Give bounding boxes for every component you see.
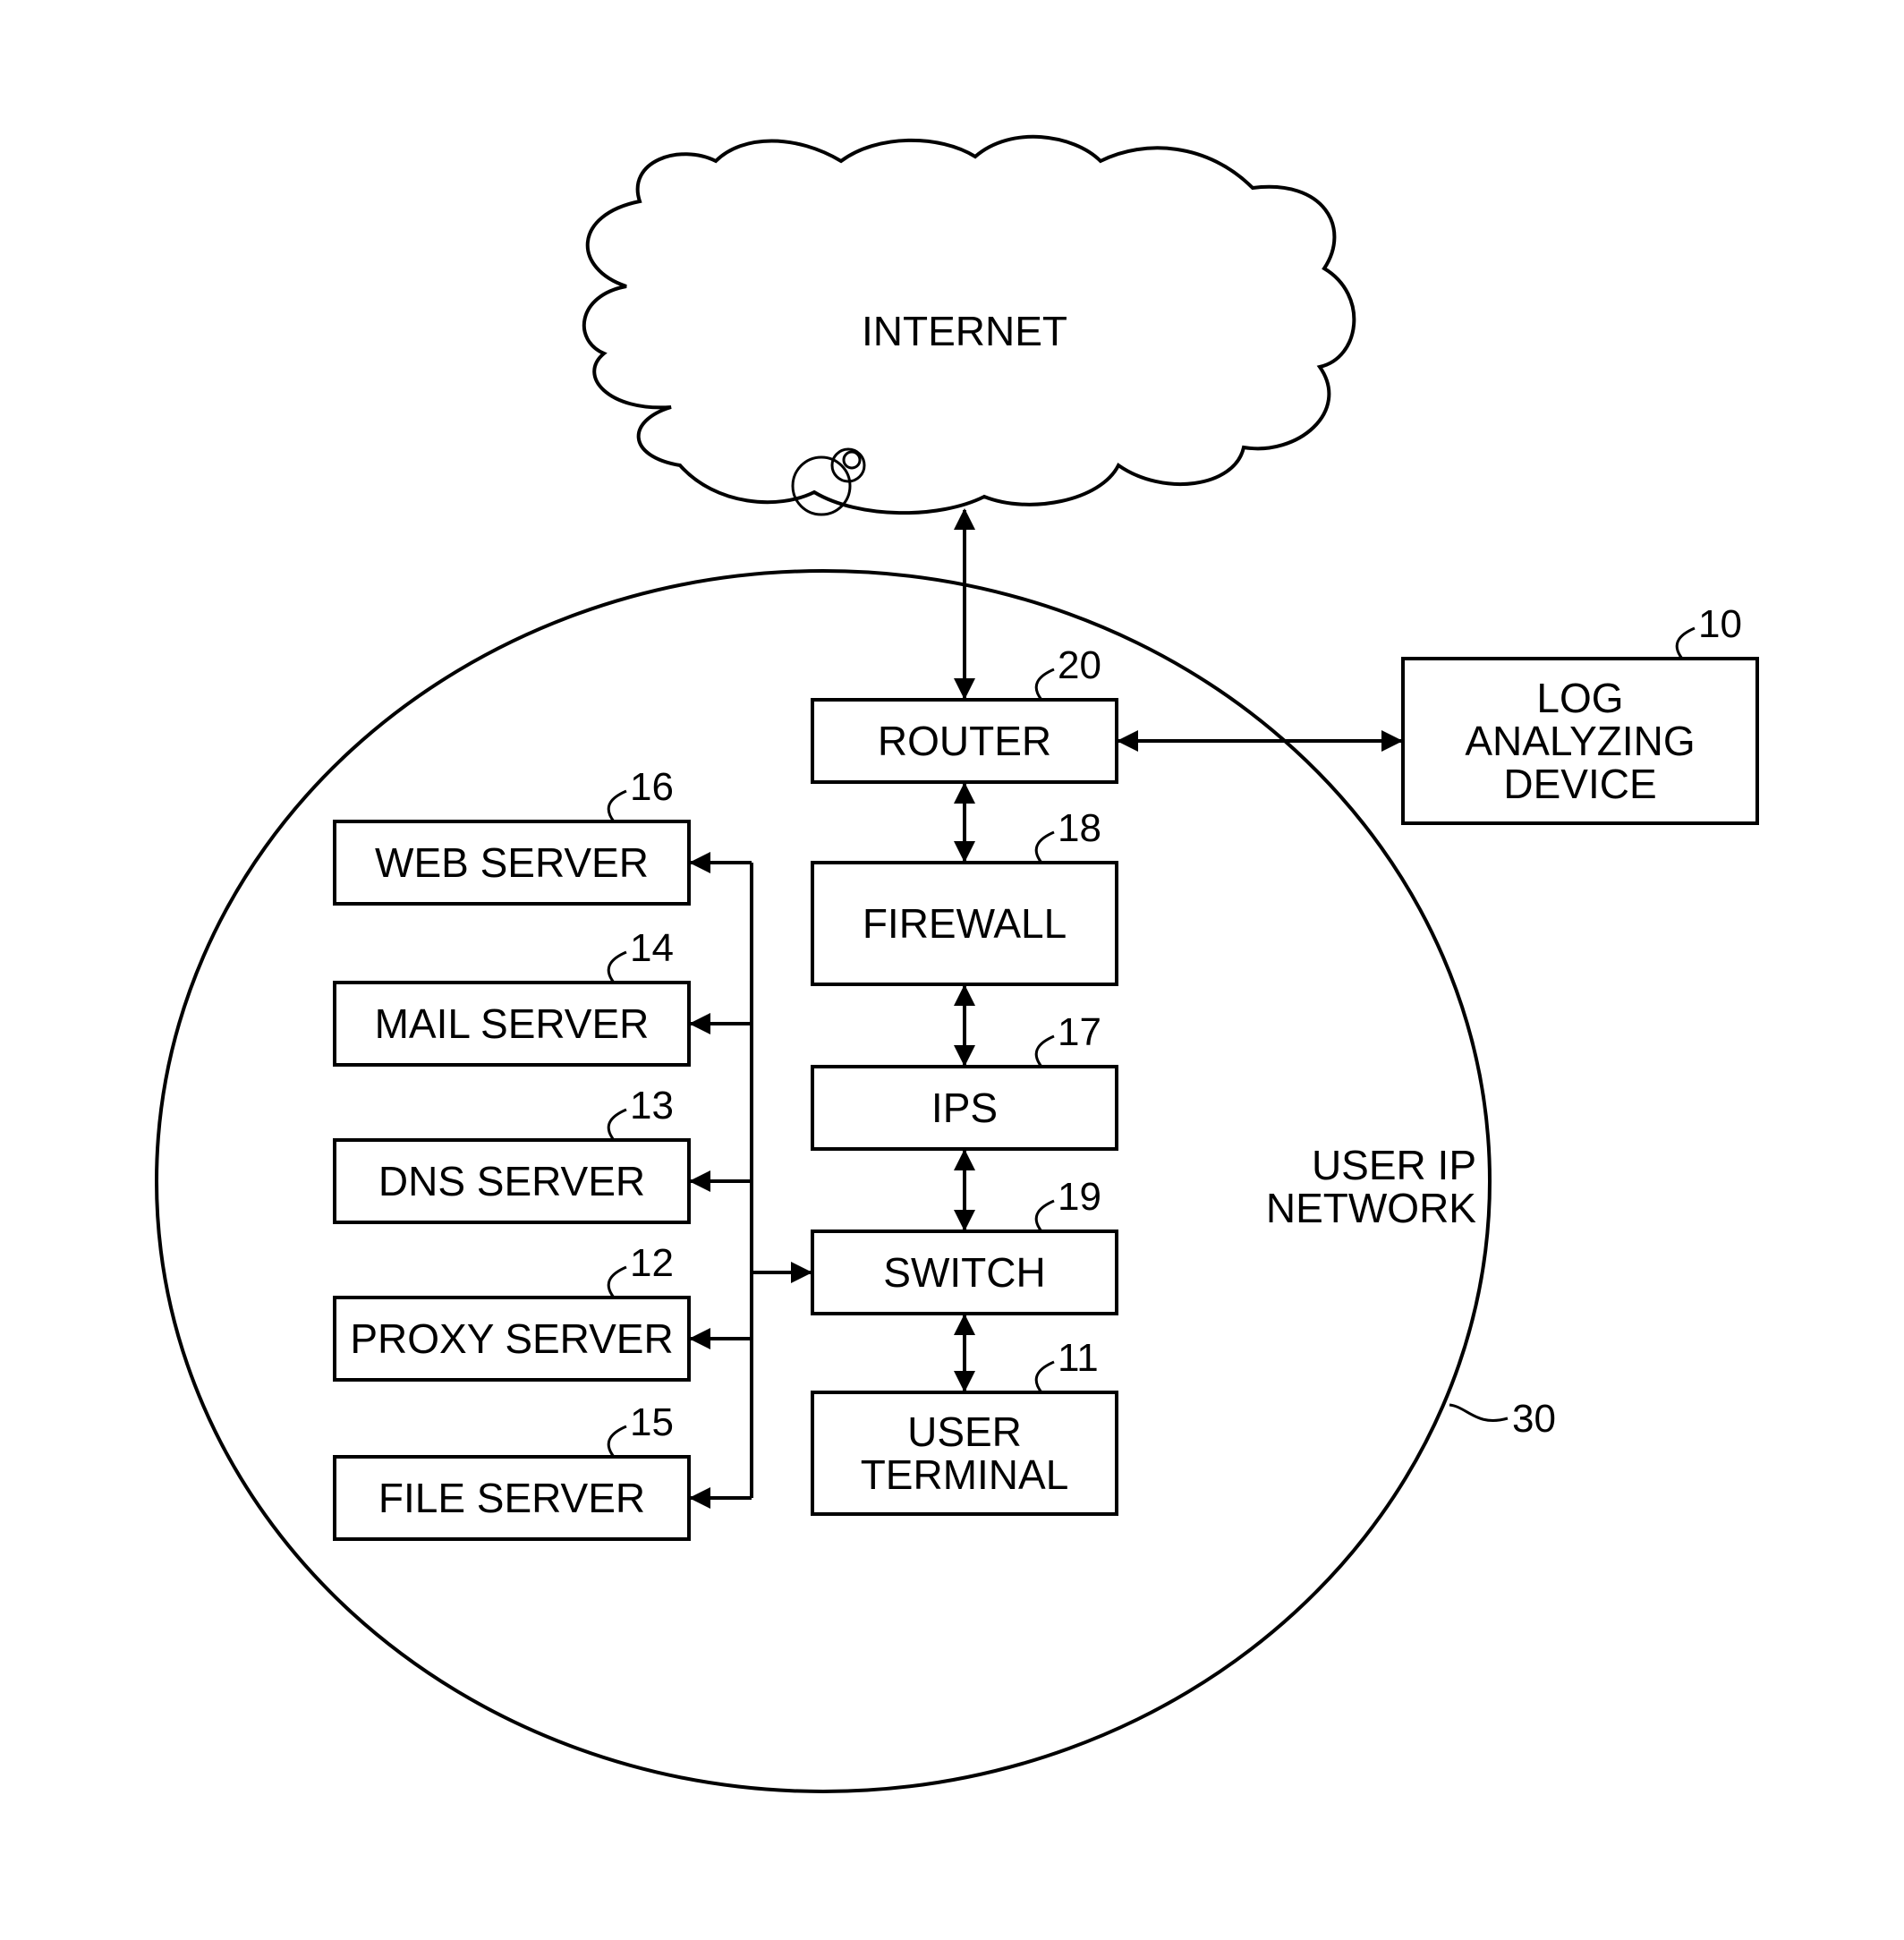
switch-label: SWITCH: [883, 1249, 1045, 1296]
log-analyzer-ref-leader: [1677, 628, 1695, 659]
dns-server-link-arrowhead: [689, 1170, 710, 1192]
switch-terminal-link-top-arrowhead: [954, 1314, 975, 1335]
file-server-node: FILE SERVER 15: [335, 1400, 689, 1539]
router-log-link-left-arrowhead: [1117, 730, 1138, 752]
user-terminal-ref: 11: [1058, 1336, 1099, 1380]
switch-ref-leader: [1036, 1201, 1054, 1231]
internet-cloud: INTERNET: [584, 137, 1355, 515]
firewall-ref-leader: [1036, 832, 1054, 863]
web-server-link-arrowhead: [689, 852, 710, 873]
log-analyzer-node: LOGANALYZINGDEVICE 10: [1403, 602, 1757, 823]
connections: [689, 508, 1403, 1509]
user-terminal-label: USER: [907, 1408, 1022, 1455]
firewall-label: FIREWALL: [863, 900, 1067, 947]
log-analyzer-label: DEVICE: [1503, 761, 1656, 807]
firewall-ref: 18: [1058, 806, 1101, 850]
network-ref: 30: [1512, 1397, 1556, 1441]
ips-ref-leader: [1036, 1036, 1054, 1067]
bus-switch-link-arrowhead: [791, 1262, 812, 1283]
svg-text:NETWORK: NETWORK: [1266, 1185, 1476, 1231]
firewall-ips-link-bottom-arrowhead: [954, 1045, 975, 1067]
switch-terminal-link-bottom-arrowhead: [954, 1371, 975, 1392]
firewall-ips-link-top-arrowhead: [954, 984, 975, 1006]
svg-text:USER IP: USER IP: [1312, 1142, 1476, 1188]
ips-switch-link-top-arrowhead: [954, 1149, 975, 1170]
dns-server-label: DNS SERVER: [378, 1158, 645, 1204]
dns-server-node: DNS SERVER 13: [335, 1084, 689, 1222]
dns-server-ref-leader: [608, 1110, 626, 1140]
file-server-link-arrowhead: [689, 1487, 710, 1509]
internet-router-link-bottom-arrowhead: [954, 678, 975, 700]
web-server-node: WEB SERVER 16: [335, 765, 689, 904]
file-server-ref-leader: [608, 1426, 626, 1457]
web-server-ref-leader: [608, 791, 626, 821]
file-server-ref: 15: [630, 1400, 674, 1444]
web-server-label: WEB SERVER: [375, 839, 649, 886]
router-firewall-link-top-arrowhead: [954, 782, 975, 804]
file-server-label: FILE SERVER: [378, 1475, 645, 1521]
internet-label: INTERNET: [862, 308, 1067, 354]
log-analyzer-label: LOG: [1536, 675, 1623, 721]
web-server-ref: 16: [630, 765, 674, 809]
mail-server-link-arrowhead: [689, 1013, 710, 1034]
proxy-server-link-arrowhead: [689, 1328, 710, 1349]
router-firewall-link-bottom-arrowhead: [954, 841, 975, 863]
router-ref-leader: [1036, 669, 1054, 700]
user-terminal-ref-leader: [1036, 1362, 1054, 1392]
mail-server-ref-leader: [608, 952, 626, 983]
proxy-server-label: PROXY SERVER: [350, 1315, 673, 1362]
log-analyzer-label: ANALYZING: [1465, 718, 1695, 764]
router-ref: 20: [1058, 643, 1101, 687]
router-log-link-right-arrowhead: [1381, 730, 1403, 752]
proxy-server-ref: 12: [630, 1241, 674, 1285]
dns-server-ref: 13: [630, 1084, 674, 1127]
switch-ref: 19: [1058, 1175, 1101, 1219]
user-terminal-label: TERMINAL: [861, 1451, 1069, 1498]
ips-switch-link-bottom-arrowhead: [954, 1210, 975, 1231]
log-analyzer-ref: 10: [1698, 602, 1742, 646]
internet-router-link-top-arrowhead: [954, 508, 975, 530]
mail-server-label: MAIL SERVER: [375, 1000, 650, 1047]
mail-server-node: MAIL SERVER 14: [335, 926, 689, 1065]
proxy-server-node: PROXY SERVER 12: [335, 1241, 689, 1380]
router-label: ROUTER: [878, 718, 1051, 764]
proxy-server-ref-leader: [608, 1267, 626, 1298]
ips-label: IPS: [931, 1085, 998, 1131]
user-ip-network-label: USER IP NETWORK: [1266, 1142, 1476, 1231]
mail-server-ref: 14: [630, 926, 674, 970]
ips-ref: 17: [1058, 1010, 1101, 1054]
